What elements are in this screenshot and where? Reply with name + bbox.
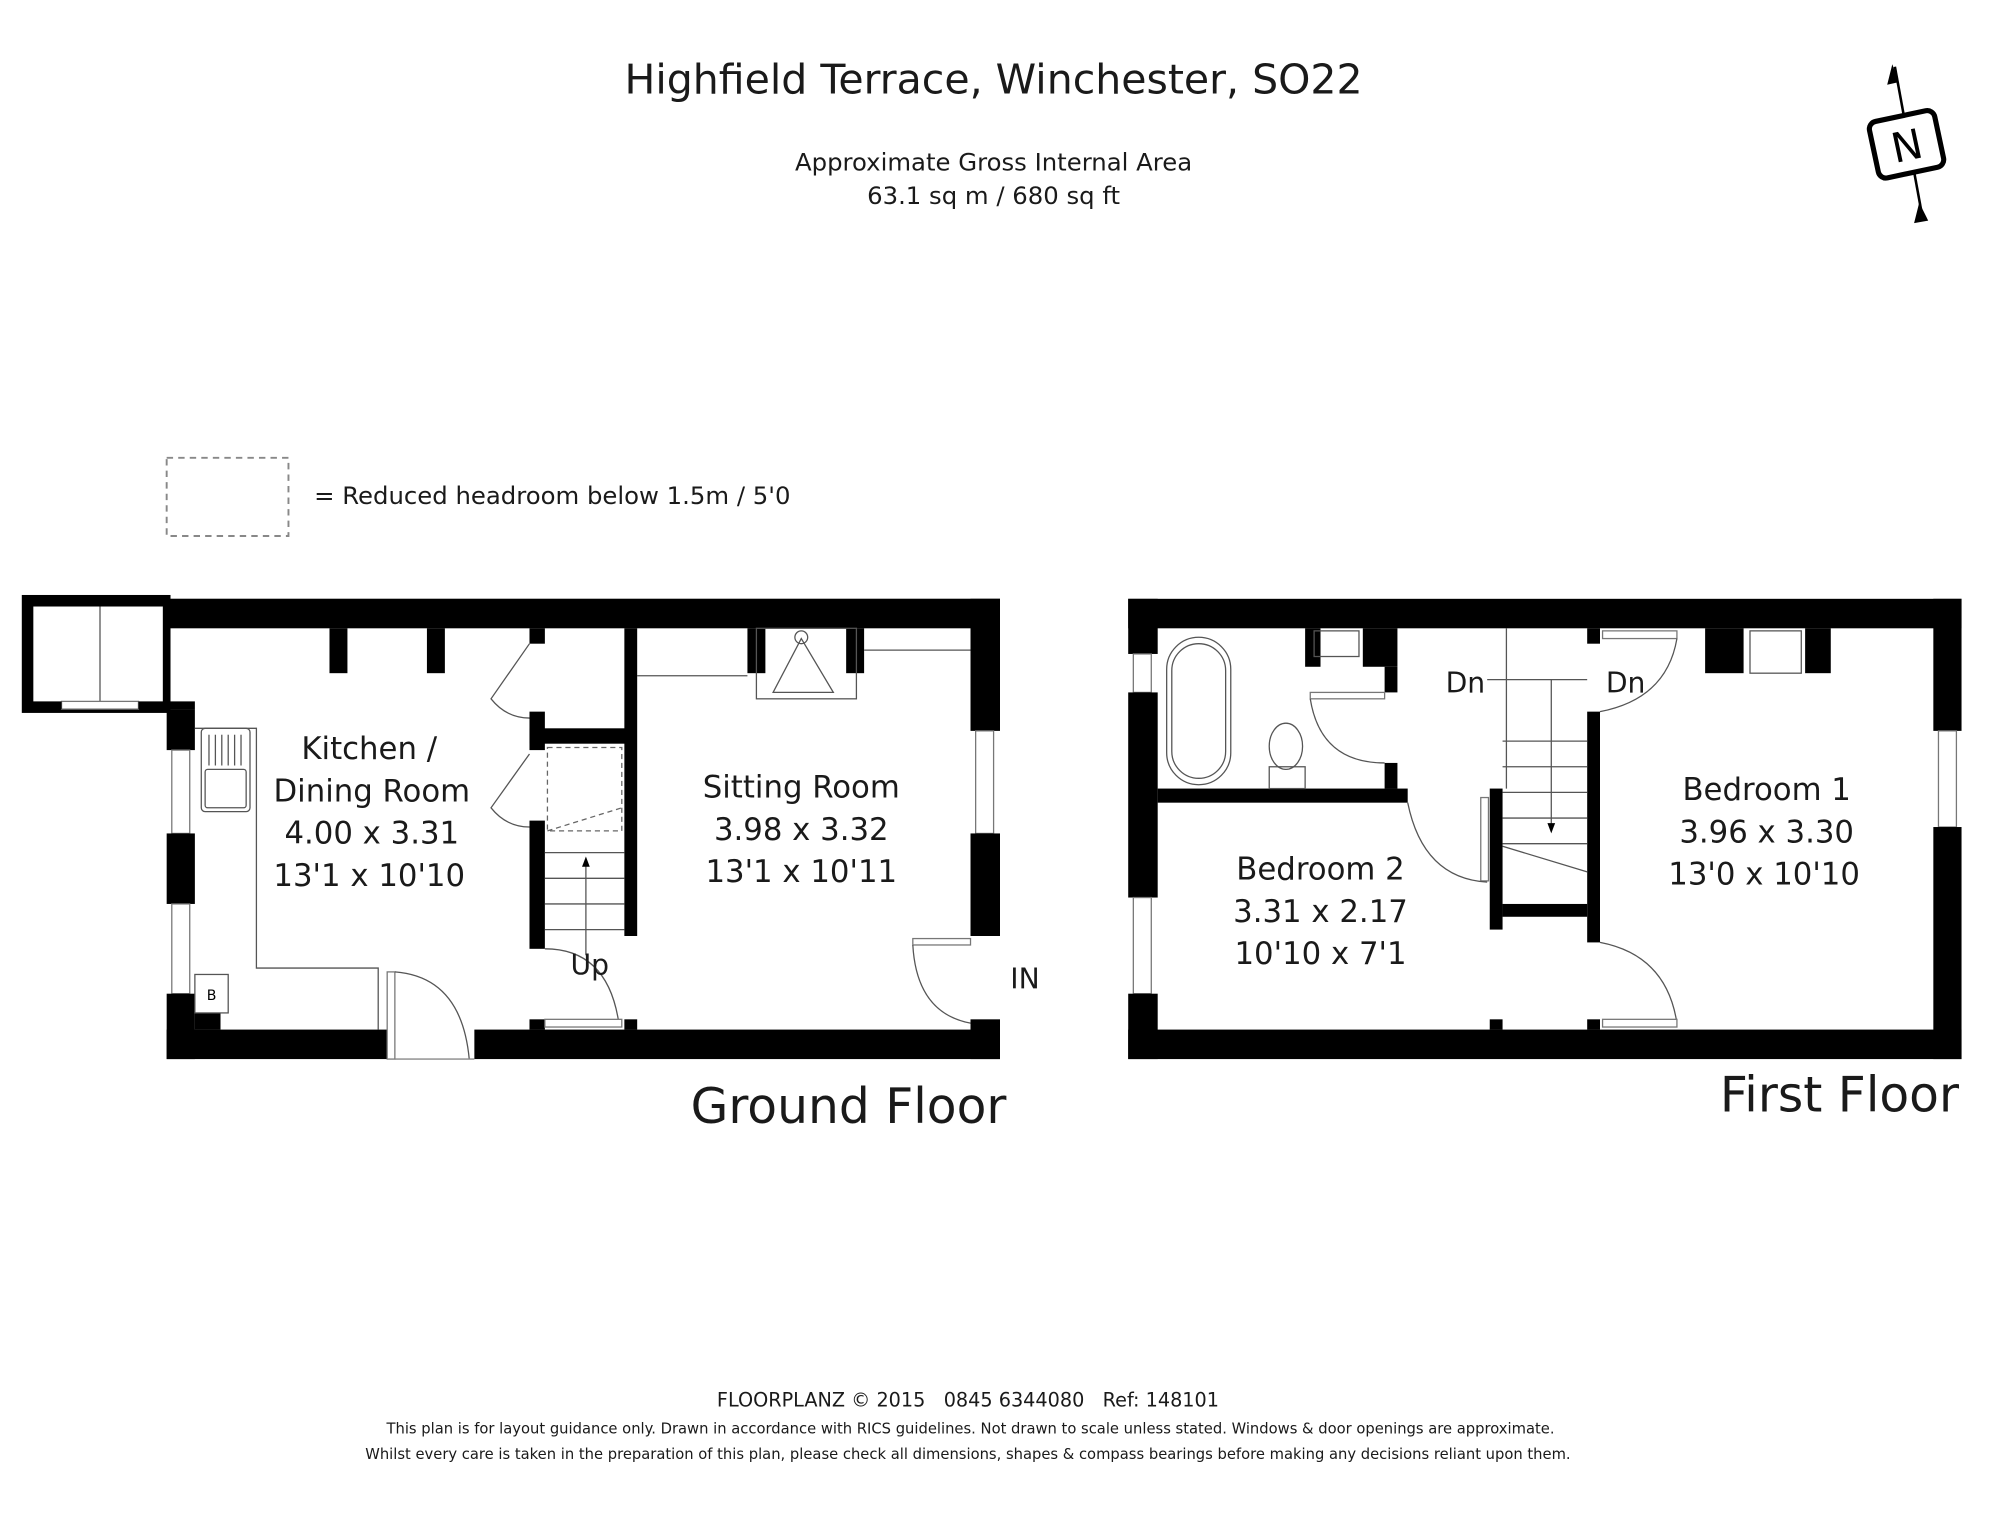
room-metric-kitchen: 4.00 x 3.31 <box>284 816 459 852</box>
footer-credit: FLOORPLANZ © 2015 0845 6344080 Ref: 1481… <box>717 1389 1219 1412</box>
area-label: Approximate Gross Internal Area <box>795 148 1192 177</box>
first-floor-plan: Dn Dn Bedroom 1 3.96 x 3.30 13'0 x 10'10… <box>1128 598 1962 1124</box>
ground-floor-plan: B Kitchen / Dining Room 4.00 x 3.31 13'1… <box>21 594 1040 1135</box>
stairs-down-label-2: Dn <box>1606 666 1646 699</box>
room-name-bedroom1: Bedroom 1 <box>1682 772 1850 808</box>
room-imperial-kitchen: 13'1 x 10'10 <box>273 858 465 894</box>
page-title: Highfield Terrace, Winchester, SO22 <box>625 56 1363 104</box>
floor-label-first: First Floor <box>1720 1068 1960 1124</box>
room-metric-sitting: 3.98 x 3.32 <box>714 812 889 848</box>
area-value: 63.1 sq m / 680 sq ft <box>867 181 1120 210</box>
room-imperial-bedroom1: 13'0 x 10'10 <box>1668 857 1860 893</box>
floor-label-ground: Ground Floor <box>691 1079 1008 1135</box>
room-name-kitchen-line1: Kitchen / <box>301 731 437 767</box>
room-name-kitchen-line2: Dining Room <box>273 773 470 809</box>
stairs-down-label-1: Dn <box>1446 666 1486 699</box>
legend-text: = Reduced headroom below 1.5m / 5'0 <box>314 481 790 510</box>
compass-icon: N <box>1866 64 1947 224</box>
boiler-label: B <box>207 988 217 1004</box>
room-metric-bedroom2: 3.31 x 2.17 <box>1233 894 1408 930</box>
footer-disclaimer-1: This plan is for layout guidance only. D… <box>385 1420 1554 1437</box>
entrance-label: IN <box>1010 963 1039 996</box>
room-imperial-sitting: 13'1 x 10'11 <box>705 854 897 890</box>
room-metric-bedroom1: 3.96 x 3.30 <box>1679 814 1854 850</box>
room-name-sitting: Sitting Room <box>703 770 900 806</box>
room-imperial-bedroom2: 10'10 x 7'1 <box>1234 936 1406 972</box>
stairs-up-label: Up <box>570 948 609 981</box>
footer-disclaimer-2: Whilst every care is taken in the prepar… <box>365 1446 1570 1463</box>
room-name-bedroom2: Bedroom 2 <box>1236 852 1404 888</box>
reduced-headroom-swatch <box>165 456 290 537</box>
